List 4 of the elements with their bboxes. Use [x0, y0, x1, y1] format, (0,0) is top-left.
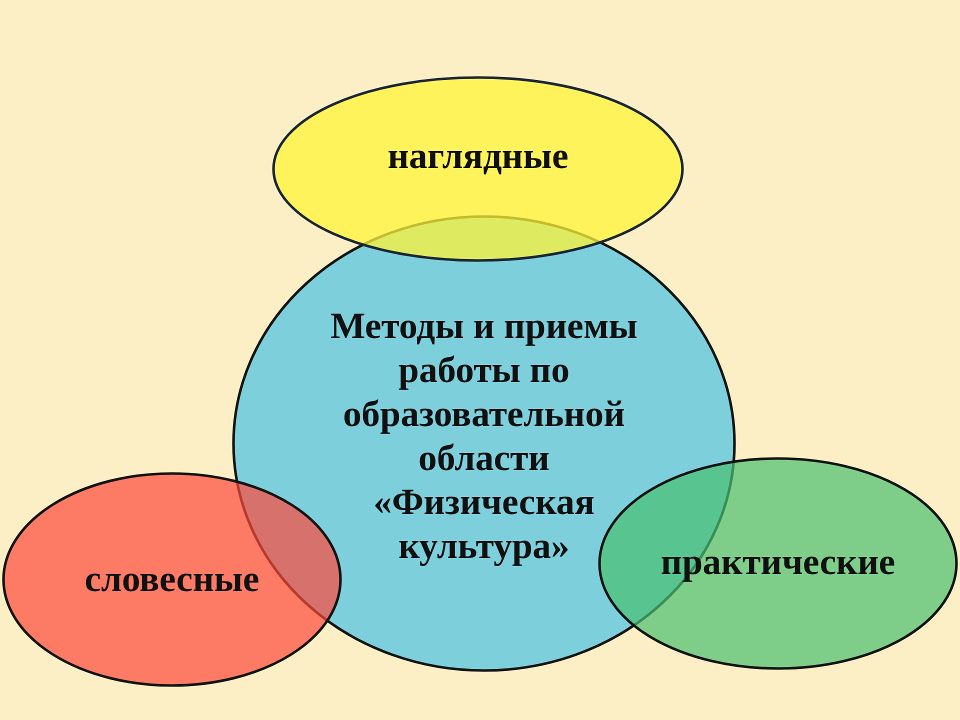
category-label: наглядные [388, 135, 568, 179]
topic-title: Методы и приемы работы по образовательной области «Физическая культура» [329, 305, 639, 569]
category-label: словесные [84, 558, 260, 602]
category-label: практические [660, 541, 896, 585]
